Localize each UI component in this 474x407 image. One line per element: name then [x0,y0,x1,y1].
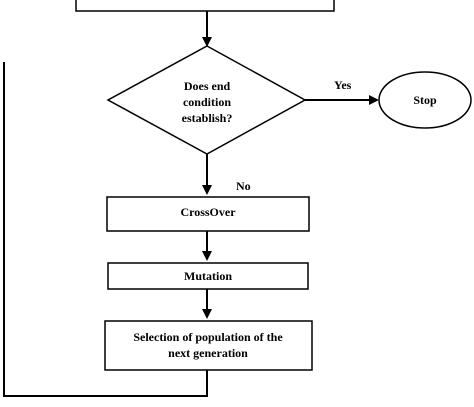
mutation-label: Mutation [184,269,232,283]
decision-text-line3: establish? [182,111,233,125]
stop-label: Stop [413,93,437,107]
yes-label: Yes [334,78,352,92]
crossover-label: CrossOver [180,205,236,219]
mutation-box [107,262,309,290]
no-label: No [236,179,251,193]
selection-box [104,320,313,371]
stop-terminal [378,71,472,129]
decision-text-line1: Does end [184,79,231,93]
selection-text-line2: next generation [168,346,248,360]
selection-text-line1: Selection of population of the [133,330,283,344]
decision-text-line2: condition [183,95,231,109]
top-process-box [75,0,335,12]
crossover-box [106,196,310,232]
